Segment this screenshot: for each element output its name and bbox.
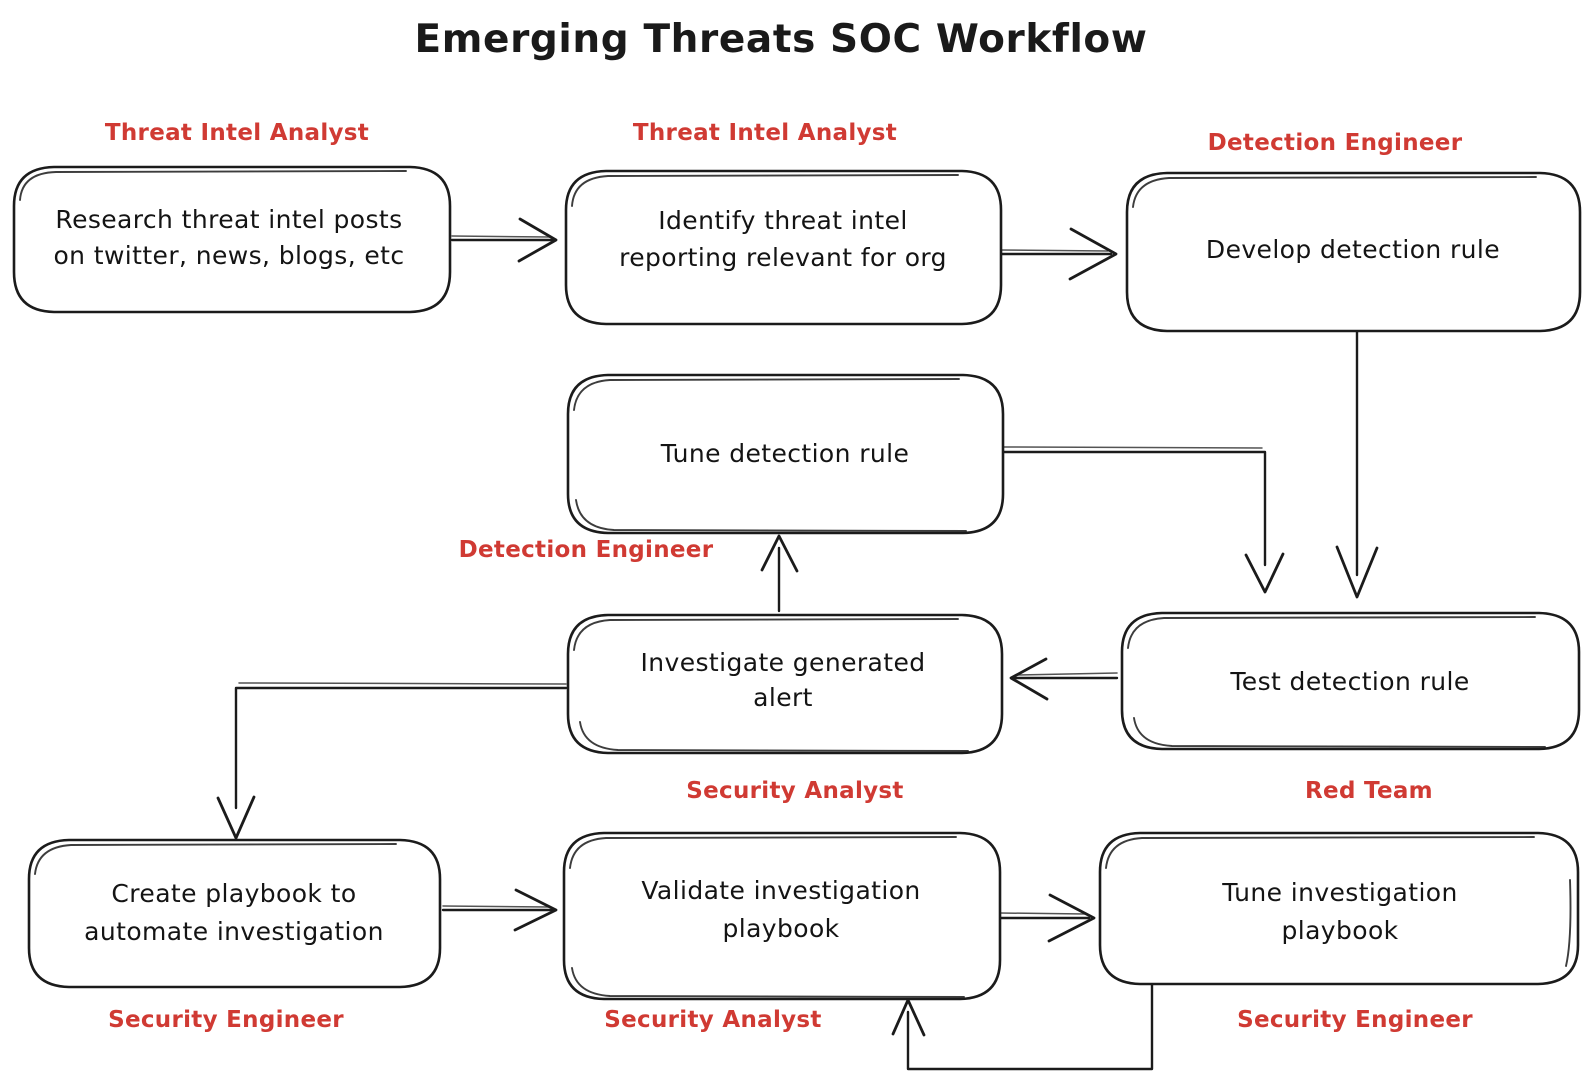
node-create-playbook[interactable]: Create playbook to automate investigatio… xyxy=(27,838,442,989)
node-test-detection[interactable]: Test detection rule xyxy=(1120,611,1581,751)
role-label-tune-detection: Detection Engineer xyxy=(459,537,714,563)
node-tune-playbook-line1: Tune investigation xyxy=(1221,878,1458,907)
edge-layer xyxy=(216,217,1379,1071)
edge-test-to-investigate xyxy=(1009,657,1119,701)
node-tune-detection[interactable]: Tune detection rule xyxy=(566,373,1005,535)
role-label-test-detection: Red Team xyxy=(1305,778,1433,804)
node-tune-playbook[interactable]: Tune investigation playbook xyxy=(1098,831,1580,986)
node-identify[interactable]: Identify threat intel reporting relevant… xyxy=(564,169,1003,326)
role-label-research: Threat Intel Analyst xyxy=(105,120,369,146)
edge-research-to-identify xyxy=(450,217,558,263)
node-identify-line2: reporting relevant for org xyxy=(619,243,947,272)
edge-validate-to-tune-playbook xyxy=(998,893,1096,943)
node-research-line2: on twitter, news, blogs, etc xyxy=(53,241,404,270)
node-validate-playbook-line1: Validate investigation xyxy=(641,876,920,905)
edge-create-to-validate xyxy=(441,888,558,932)
node-validate-playbook[interactable]: Validate investigation playbook xyxy=(562,831,1002,1001)
edge-tune-detection-to-test xyxy=(1002,446,1285,594)
node-investigate[interactable]: Investigate generated alert xyxy=(566,613,1004,755)
role-label-develop: Detection Engineer xyxy=(1208,130,1463,156)
node-research[interactable]: Research threat intel posts on twitter, … xyxy=(12,165,452,314)
edge-investigate-to-create-playbook xyxy=(216,682,568,840)
node-create-playbook-line1: Create playbook to xyxy=(111,879,356,908)
role-label-investigate: Security Analyst xyxy=(686,778,903,804)
page-title: Emerging Threats SOC Workflow xyxy=(415,17,1148,62)
node-research-line1: Research threat intel posts xyxy=(55,205,402,234)
node-tune-detection-line1: Tune detection rule xyxy=(660,439,910,468)
role-label-validate-playbook: Security Analyst xyxy=(604,1007,821,1033)
node-create-playbook-line2: automate investigation xyxy=(84,917,384,946)
node-develop[interactable]: Develop detection rule xyxy=(1125,171,1582,333)
node-investigate-line1: Investigate generated xyxy=(640,648,925,677)
edge-investigate-to-tune-detection xyxy=(760,534,799,613)
node-identify-line1: Identify threat intel xyxy=(658,206,907,235)
edge-develop-to-test xyxy=(1335,330,1379,599)
node-test-detection-line1: Test detection rule xyxy=(1229,667,1469,696)
node-tune-playbook-line2: playbook xyxy=(1281,916,1398,945)
node-validate-playbook-line2: playbook xyxy=(722,914,839,943)
role-label-tune-playbook: Security Engineer xyxy=(1237,1007,1473,1033)
edge-identify-to-develop xyxy=(998,227,1118,281)
node-develop-line1: Develop detection rule xyxy=(1206,235,1500,264)
node-investigate-line2: alert xyxy=(753,683,813,712)
role-label-create-playbook: Security Engineer xyxy=(108,1007,344,1033)
role-label-identify: Threat Intel Analyst xyxy=(633,120,897,146)
